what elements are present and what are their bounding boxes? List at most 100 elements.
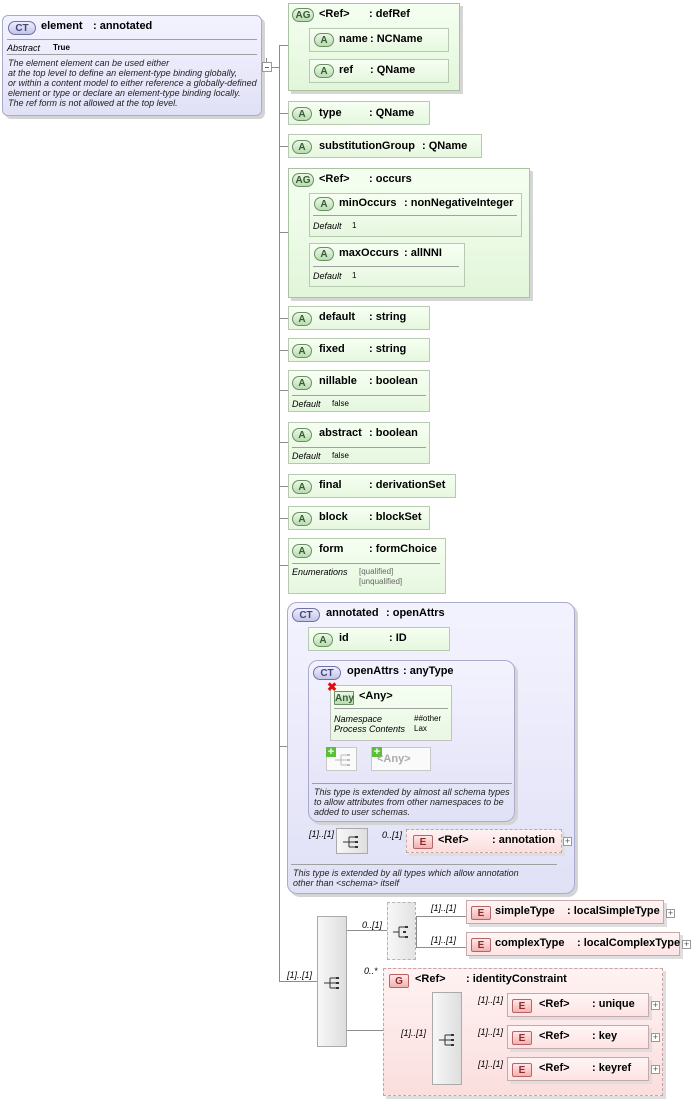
complex-type-icon: CT xyxy=(8,21,36,35)
description-line: at the top level to define an element-ty… xyxy=(8,68,237,78)
expand-icon[interactable]: + xyxy=(651,1064,660,1074)
attr-type-label: : blockSet xyxy=(369,511,422,523)
divider xyxy=(7,54,257,55)
group-name: <Ref> xyxy=(415,973,446,985)
cardinality-label: [1]..[1] xyxy=(287,970,313,980)
expand-icon[interactable]: + xyxy=(651,1000,660,1010)
any-attribute[interactable]: ✖ Any <Any> Namespace ##other Process Co… xyxy=(327,680,452,741)
add-icon: + xyxy=(326,746,336,758)
attr-abstract[interactable]: A abstract : boolean Default false xyxy=(288,422,430,464)
sequence-compositor[interactable] xyxy=(336,828,368,854)
connector xyxy=(279,113,288,114)
element-name: <Ref> xyxy=(539,1030,570,1042)
description-line: The ref form is not allowed at the top l… xyxy=(8,98,178,108)
sequence-icon xyxy=(439,1034,454,1046)
sequence-compositor-disabled[interactable]: + xyxy=(326,747,357,771)
attr-substitution-group[interactable]: A substitutionGroup : QName xyxy=(288,134,482,158)
group-type: : occurs xyxy=(369,173,412,185)
attr-fixed[interactable]: A fixed : string xyxy=(288,338,430,362)
attr-type-label: : ID xyxy=(389,632,407,644)
enumerations-label: Enumerations xyxy=(292,567,348,577)
collapse-toggle-icon[interactable] xyxy=(262,62,272,72)
description-line: to allow attributes from other namespace… xyxy=(314,797,504,807)
attr-label: default xyxy=(319,311,356,323)
attr-id[interactable]: A id : ID xyxy=(308,627,450,651)
type-name: openAttrs xyxy=(347,665,399,677)
attr-label: nillable xyxy=(319,375,357,387)
element-annotation[interactable]: E <Ref> : annotation xyxy=(406,829,562,853)
abstract-value: True xyxy=(53,43,70,52)
any-placeholder: <Any> xyxy=(377,753,411,765)
attr-default[interactable]: A default : string xyxy=(288,306,430,330)
attribute-icon: A xyxy=(292,428,312,442)
attr-final[interactable]: A final : derivationSet xyxy=(288,474,456,498)
description-line: This type is extended by all types which… xyxy=(293,868,519,878)
attribute-icon: A xyxy=(314,247,334,261)
attr-form[interactable]: A form : formChoice Enumerations [qualif… xyxy=(288,538,446,594)
attr-type[interactable]: A type : QName xyxy=(288,101,430,125)
attr-type-label: : string xyxy=(369,311,407,323)
attr-label: form xyxy=(319,543,344,555)
attr-block[interactable]: A block : blockSet xyxy=(288,506,430,530)
attr-name[interactable]: A name : NCName xyxy=(309,28,449,52)
element-type: : unique xyxy=(592,998,635,1010)
cardinality-label: 0..[1] xyxy=(382,830,403,840)
choice-compositor[interactable] xyxy=(387,902,416,960)
element-simpletype[interactable]: E simpleType : localSimpleType xyxy=(466,900,664,924)
attr-type-label: : derivationSet xyxy=(369,479,446,491)
element-name: complexType xyxy=(495,937,565,949)
attr-max-occurs[interactable]: A maxOccurs : allNNI Default 1 xyxy=(309,243,465,287)
attribute-icon: A xyxy=(314,197,334,211)
element-key[interactable]: E <Ref> : key xyxy=(507,1025,649,1049)
attr-label: abstract xyxy=(319,427,362,439)
identity-sequence-compositor[interactable] xyxy=(432,992,462,1085)
divider xyxy=(292,395,426,396)
element-unique[interactable]: E <Ref> : unique xyxy=(507,993,649,1017)
attr-nillable[interactable]: A nillable : boolean Default false xyxy=(288,370,430,412)
expand-icon[interactable]: + xyxy=(682,939,691,949)
process-contents-value: Lax xyxy=(414,724,427,733)
element-keyref[interactable]: E <Ref> : keyref xyxy=(507,1057,649,1081)
connector xyxy=(416,947,466,948)
expand-icon[interactable]: + xyxy=(563,836,572,846)
sequence-icon xyxy=(343,836,358,848)
connector xyxy=(279,442,288,443)
attr-label: substitutionGroup xyxy=(319,140,415,152)
namespace-label: Namespace xyxy=(334,714,383,724)
any-icon: Any xyxy=(334,691,354,705)
element-complextype[interactable]: E complexType : localComplexType xyxy=(466,932,680,956)
main-trunk-line xyxy=(279,45,280,982)
type-base: : openAttrs xyxy=(386,607,445,619)
attr-type-label: : nonNegativeInteger xyxy=(404,197,514,209)
cardinality-label: 0..[1] xyxy=(362,920,383,930)
expand-icon[interactable]: + xyxy=(651,1032,660,1042)
connector xyxy=(279,390,288,391)
default-value: 1 xyxy=(352,221,357,230)
abstract-label: Abstract xyxy=(7,43,41,53)
connector xyxy=(347,1030,383,1031)
attr-label: type xyxy=(319,107,342,119)
divider xyxy=(292,447,426,448)
choice-icon xyxy=(393,926,408,938)
default-value: false xyxy=(332,399,349,408)
attr-ref[interactable]: A ref : QName xyxy=(309,59,449,83)
main-sequence-compositor[interactable] xyxy=(317,916,347,1047)
attr-label: fixed xyxy=(319,343,345,355)
connector xyxy=(279,746,288,747)
attribute-icon: A xyxy=(314,64,334,78)
prohibited-icon: ✖ xyxy=(327,680,338,694)
attr-label: maxOccurs xyxy=(339,247,399,259)
attr-min-occurs[interactable]: A minOccurs : nonNegativeInteger Default… xyxy=(309,193,522,237)
attribute-icon: A xyxy=(292,107,312,121)
expand-icon[interactable]: + xyxy=(666,908,675,918)
divider xyxy=(313,266,459,267)
root-element-box[interactable]: CT element : annotated Abstract True The… xyxy=(2,15,262,116)
attribute-icon: A xyxy=(292,344,312,358)
root-element-type: : annotated xyxy=(93,20,153,32)
connector xyxy=(347,930,387,931)
any-element-disabled[interactable]: + <Any> xyxy=(371,747,431,771)
connector xyxy=(279,518,288,519)
attr-type-label: : QName xyxy=(369,107,415,119)
cardinality-label: [1]..[1] xyxy=(431,903,457,913)
attr-label: final xyxy=(319,479,342,491)
